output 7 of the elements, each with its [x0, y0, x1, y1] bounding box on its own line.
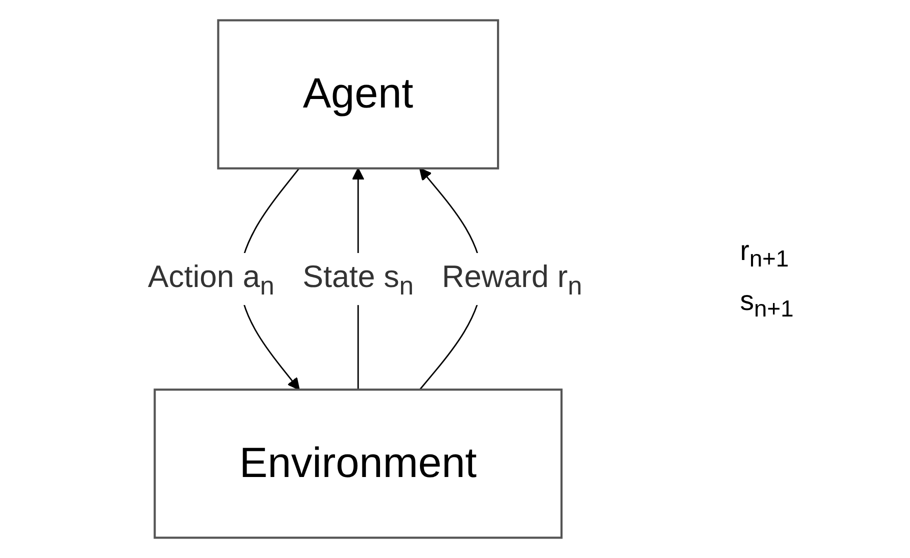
- node-box: Environment: [154, 388, 563, 539]
- node-box: Agent: [217, 19, 500, 170]
- edge-label: Action a$_{n}$: [148, 258, 274, 300]
- signal-label: r$_{n+1}$: [740, 235, 790, 273]
- edge-label: Reward r$_{n}$: [442, 258, 582, 300]
- signal-label: s$_{n+1}$: [740, 285, 795, 323]
- edge-label: State s$_{n}$: [302, 258, 414, 300]
